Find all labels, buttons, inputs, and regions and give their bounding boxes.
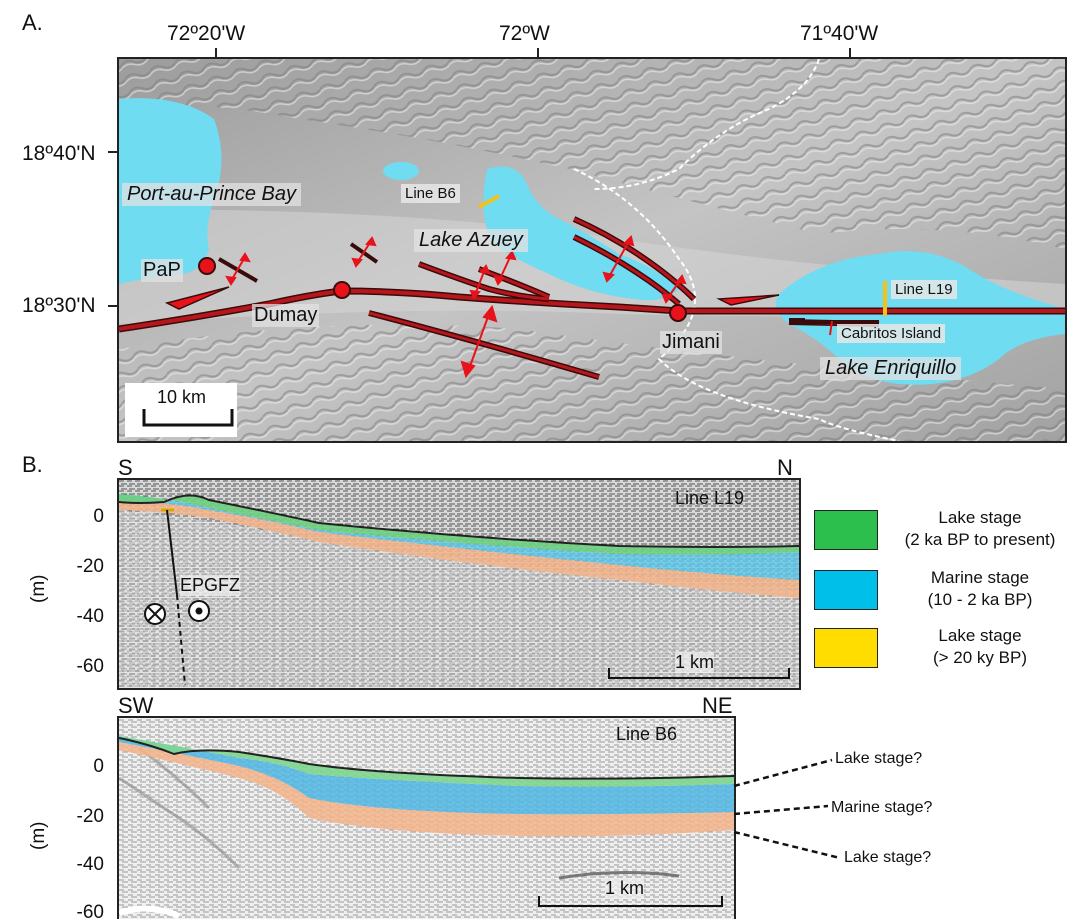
label-pap: PaP (141, 259, 183, 282)
small-lake-water (383, 162, 419, 180)
label-dumay: Dumay (252, 304, 320, 327)
into-page-symbol (144, 603, 166, 625)
section1-ytick: -60 (76, 656, 104, 677)
section1-left-direction: S (118, 455, 133, 480)
lon-label-72-20w: 72º20'W (167, 22, 246, 45)
city-pap-dot (198, 257, 216, 275)
unit-marine (119, 494, 799, 580)
seismic-section-l19: Line L19 EPGFZ 1 km (117, 478, 801, 690)
lon-tick (215, 48, 217, 58)
lake-floor (119, 494, 799, 548)
scale-bar-graphic (142, 409, 234, 427)
line-b6-marker (478, 194, 500, 209)
out-of-page-symbol (188, 600, 210, 622)
panel-a-label: A. (22, 10, 43, 35)
lon-tick (537, 48, 539, 58)
label-line-l19: Line L19 (891, 280, 957, 299)
epgfz-fault-dashed (176, 594, 186, 686)
section2-scale-bar (538, 896, 723, 907)
section2-line-name: Line B6 (616, 724, 678, 744)
unit-lake-old (119, 500, 799, 598)
label-lake-enriquillo: Lake Enriquillo (820, 357, 962, 380)
interpretation-leaders (733, 758, 841, 860)
epgfz-fault-line (166, 509, 178, 596)
unit-b6-lake-recent (119, 736, 734, 787)
section2-right-direction: NE (702, 693, 733, 718)
label-line-b6: Line B6 (401, 184, 460, 203)
unit-lake-recent (119, 494, 799, 555)
interpretation-lake-stage-lower: Lake stage? (844, 849, 932, 866)
legend-swatch-lake-recent (814, 510, 878, 550)
label-cabritos-island: Cabritos Island (837, 324, 946, 343)
legend-sublabel: (10 - 2 ka BP) (927, 590, 1033, 609)
legend-item-lake-old: Lake stage (> 20 ky BP) (880, 625, 1080, 669)
lat-label-18-30n: 18º30'N (22, 294, 96, 317)
city-dumay-dot (333, 281, 351, 299)
border-line (573, 59, 900, 441)
legend-label: Lake stage (938, 626, 1022, 645)
label-lake-azuey: Lake Azuey (414, 229, 528, 252)
fault-label-epgfz: EPGFZ (180, 575, 241, 596)
lat-tick (108, 151, 118, 153)
lon-tick (849, 48, 851, 58)
label-jimani: Jimani (660, 331, 722, 354)
slip-arrow-west (164, 286, 230, 310)
label-port-au-prince-bay: Port-au-Prince Bay (122, 183, 301, 206)
lake-floor-b6 (119, 737, 734, 780)
main-fault-trace (119, 288, 1065, 331)
lat-tick (108, 305, 118, 307)
panel-b-label: B. (22, 452, 43, 477)
southern-ranges (119, 324, 1065, 441)
section2-ytick: -60 (76, 902, 104, 923)
section1-ytick: -20 (76, 556, 104, 577)
legend-item-marine: Marine stage (10 - 2 ka BP) (880, 567, 1080, 611)
extension-arrows (225, 235, 833, 379)
northern-ranges (119, 59, 1065, 249)
seismic-section-b6: Line B6 1 km (117, 716, 736, 919)
lat-label-18-40n: 18º40'N (22, 142, 96, 165)
section1-line-name: Line L19 (675, 488, 745, 508)
section1-right-direction: N (777, 455, 793, 480)
section2-scale-label: 1 km (605, 878, 645, 899)
legend-swatch-lake-old (814, 628, 878, 668)
section2-ytick: 0 (93, 756, 104, 777)
interpretation-marine-stage: Marine stage? (831, 799, 933, 816)
section1-scale-label: 1 km (675, 652, 715, 673)
section1-y-axis-label: (m) (28, 574, 49, 603)
section2-ytick: -20 (76, 806, 104, 827)
city-jimani-dot (669, 304, 687, 322)
section1-ytick: -40 (76, 606, 104, 627)
section2-y-axis-label: (m) (28, 821, 49, 850)
legend-sublabel: (> 20 ky BP) (932, 648, 1027, 667)
legend-swatch-marine (814, 570, 878, 610)
legend-label: Marine stage (930, 568, 1030, 587)
slip-arrow-east (716, 294, 780, 306)
lon-label-71-40w: 71º40'W (800, 22, 879, 45)
shaded-relief-map: Port-au-Prince Bay Line B6 Lake Azuey Pa… (117, 57, 1067, 443)
section1-ytick: 0 (93, 506, 104, 527)
legend-item-lake-recent: Lake stage (2 ka BP to present) (880, 507, 1080, 551)
unit-b6-lake-old (119, 742, 734, 837)
section2-ytick: -40 (76, 854, 104, 875)
lon-label-72w: 72ºW (499, 22, 550, 45)
section1-svg (119, 480, 799, 688)
interpretation-lake-stage-upper: Lake stage? (835, 750, 923, 767)
legend-label: Lake stage (938, 508, 1022, 527)
section1-scale-bar (608, 668, 790, 679)
legend-sublabel: (2 ka BP to present) (904, 530, 1056, 549)
scale-bar-label: 10 km (157, 387, 207, 407)
section2-left-direction: SW (118, 693, 154, 718)
map-svg (119, 59, 1065, 441)
lake-enriquillo-water (775, 251, 1065, 385)
unit-b6-marine (119, 736, 734, 815)
